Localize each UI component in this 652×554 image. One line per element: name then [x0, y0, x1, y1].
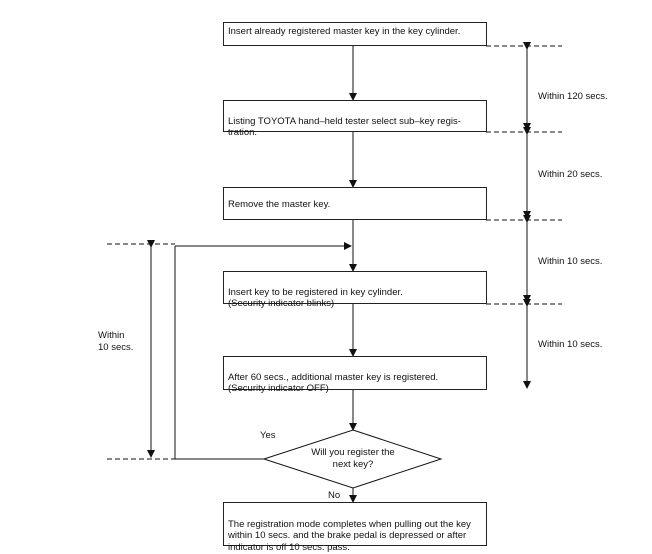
- timing-label-left: Within 10 secs.: [98, 330, 134, 353]
- branch-yes-label: Yes: [260, 430, 276, 441]
- timing-label-20: Within 20 secs.: [538, 169, 603, 180]
- step-registration-complete-text: The registration mode completes when pul…: [228, 518, 471, 553]
- timing-label-10b: Within 10 secs.: [538, 339, 603, 350]
- step-insert-master-key: Insert already registered master key in …: [223, 22, 487, 46]
- step-registration-complete: The registration mode completes when pul…: [223, 502, 487, 553]
- decision-diamond: [262, 429, 443, 489]
- decision-question: Will you register the next key?: [311, 447, 395, 470]
- step-key-registered-text: After 60 secs., additional master key is…: [228, 371, 439, 395]
- branch-no-label: No: [328, 490, 341, 501]
- timing-label-120: Within 120 secs.: [538, 91, 608, 102]
- step-tester-select-text: Listing TOYOTA hand–held tester select s…: [228, 115, 461, 139]
- step-remove-master-key-text: Remove the master key.: [228, 199, 331, 210]
- step-insert-new-key: Insert key to be registered in key cylin…: [223, 271, 487, 309]
- step-key-registered: After 60 secs., additional master key is…: [223, 356, 487, 394]
- step-remove-master-key: Remove the master key.: [223, 187, 487, 220]
- timing-label-10a: Within 10 secs.: [538, 256, 603, 267]
- step-insert-master-key-text: Insert already registered master key in …: [228, 26, 461, 37]
- step-insert-new-key-text: Insert key to be registered in key cylin…: [228, 286, 403, 310]
- step-tester-select: Listing TOYOTA hand–held tester select s…: [223, 100, 487, 138]
